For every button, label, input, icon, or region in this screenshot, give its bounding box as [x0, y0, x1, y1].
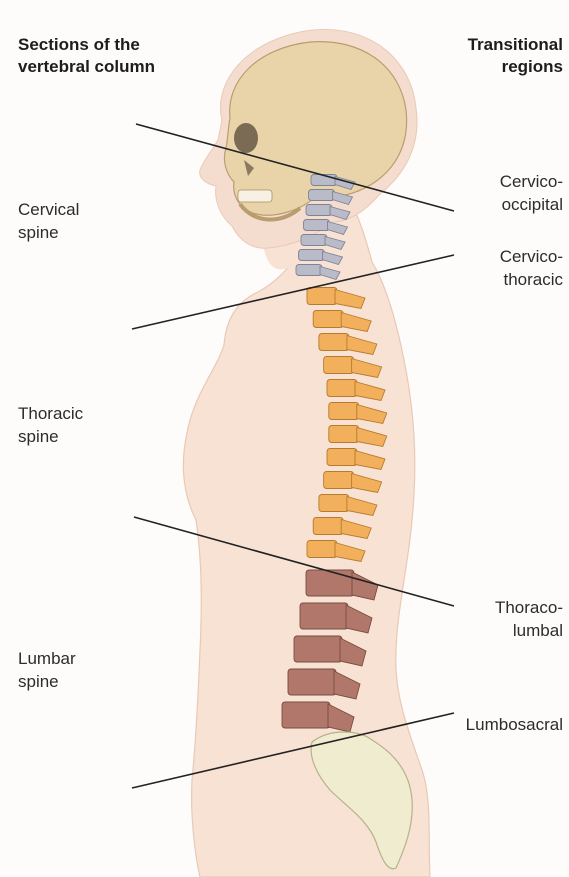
- thoracic-spine-label: Thoracic spine: [18, 402, 83, 448]
- thoraco-lumbal-label: Thoraco- lumbal: [495, 596, 563, 642]
- cervical-line2: spine: [18, 221, 79, 244]
- thoracic-line1: Thoracic: [18, 402, 83, 425]
- thoracic-line2: spine: [18, 425, 83, 448]
- sections-header: Sections of the vertebral column: [18, 34, 155, 78]
- lumbar-line1: Lumbar: [18, 647, 76, 670]
- cervical-spine-label: Cervical spine: [18, 198, 79, 244]
- lumbar-spine-label: Lumbar spine: [18, 647, 76, 693]
- cervico-thoracic-label: Cervico- thoracic: [500, 245, 563, 291]
- lumbosacral-text: Lumbosacral: [466, 713, 563, 736]
- cervico-occipital-line1: Cervico-: [500, 170, 563, 193]
- cervico-occipital-line2: occipital: [500, 193, 563, 216]
- transitional-header-line1: Transitional: [468, 34, 563, 56]
- transitional-header-line2: regions: [468, 56, 563, 78]
- thoraco-lumbal-line1: Thoraco-: [495, 596, 563, 619]
- cervical-line1: Cervical: [18, 198, 79, 221]
- cervico-thoracic-line2: thoracic: [500, 268, 563, 291]
- cervico-thoracic-line1: Cervico-: [500, 245, 563, 268]
- sections-header-line2: vertebral column: [18, 56, 155, 78]
- transitional-header: Transitional regions: [468, 34, 563, 78]
- lumbar-line2: spine: [18, 670, 76, 693]
- cervico-occipital-label: Cervico- occipital: [500, 170, 563, 216]
- lumbosacral-label: Lumbosacral: [466, 713, 563, 736]
- sections-header-line1: Sections of the: [18, 34, 155, 56]
- thoraco-lumbal-line2: lumbal: [495, 619, 563, 642]
